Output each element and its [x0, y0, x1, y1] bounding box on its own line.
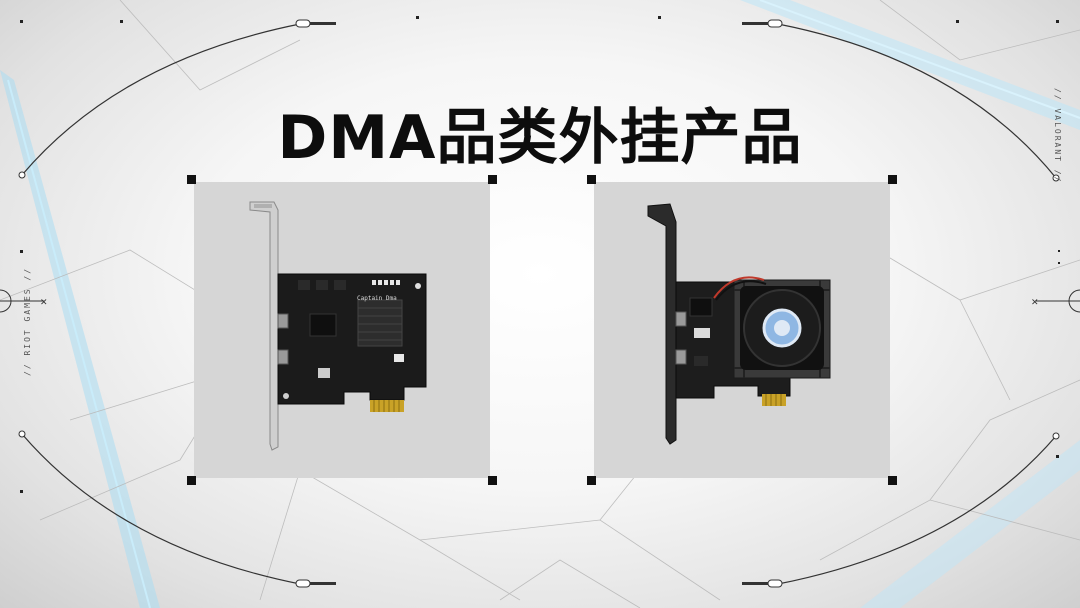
svg-text:✕: ✕: [1031, 298, 1039, 308]
dma-card-image-2: [647, 203, 831, 445]
corner-marker: [888, 175, 897, 184]
product-card-2: [587, 175, 897, 485]
pcb-label: Captain Dma: [357, 295, 397, 302]
corner-marker: [888, 476, 897, 485]
corner-marker: [587, 476, 596, 485]
corner-marker: [187, 175, 196, 184]
corner-marker: [488, 175, 497, 184]
svg-text:✕: ✕: [40, 298, 48, 308]
page-title: DMA品类外挂产品: [277, 103, 803, 174]
product-card-1: Captain Dma: [187, 175, 497, 485]
corner-marker: [187, 476, 196, 485]
dma-card-image-1: Captain Dma: [249, 201, 427, 451]
corner-marker: [587, 175, 596, 184]
corner-marker: [488, 476, 497, 485]
side-text-riot-games: // RIOT GAMES //: [23, 266, 32, 376]
